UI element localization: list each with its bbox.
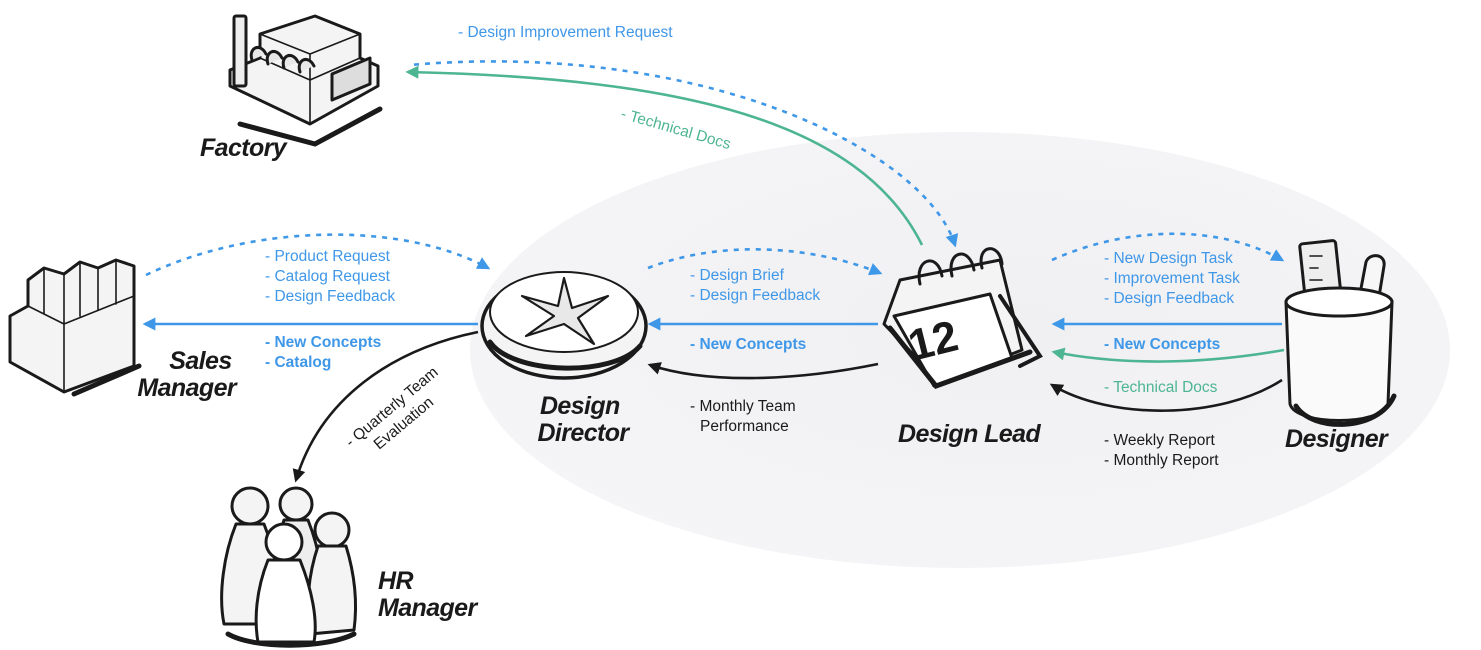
arrow-designer-technical-docs [1051,347,1285,363]
pawns-icon [220,486,358,648]
sales-requests-label: - Product Request - Catalog Request - De… [265,248,395,305]
monthly-team-performance-label: - Monthly Team Performance [690,398,800,435]
arrow-lead-to-designer [1051,232,1285,262]
lead-to-designer-label: - New Design Task - Improvement Task - D… [1104,250,1244,307]
factory-icon [228,14,383,147]
designer-label: Designer [1285,425,1389,453]
binders-icon [8,258,142,397]
designer-reports-label: - Weekly Report - Monthly Report [1104,432,1219,469]
design-lead-label: Design Lead [898,420,1041,448]
design-director-label: Design Director [537,392,630,447]
arrow-designer-reports [1049,378,1283,412]
arrow-director-to-hr [292,330,479,483]
hr-manager-label: HR Manager [378,567,478,622]
factory-label: Factory [200,134,288,162]
compass-icon [480,271,648,380]
designer-to-lead-label: - New Concepts [1104,336,1220,353]
arrow-lead-to-director-report [647,362,879,380]
calendar-icon: 12 [882,247,1043,389]
lead-to-director-label: - New Concepts [690,336,806,353]
sales-manager-label: Sales Manager [137,347,238,402]
technical-docs-factory-label: - Technical Docs [619,106,733,154]
designer-technical-docs-label: - Technical Docs [1104,379,1218,396]
design-improvement-request-label: - Design Improvement Request [458,24,673,41]
arrow-sales-to-director [145,233,491,277]
quarterly-eval-label: - Quarterly Team Evaluation [342,361,457,466]
pencil-cup-icon [1284,239,1397,427]
arrow-technical-docs-factory [405,65,924,246]
director-to-lead-label: - Design Brief - Design Feedback [690,267,820,304]
director-to-sales-label: - New Concepts - Catalog [265,334,386,371]
arrow-design-improvement-request [409,60,959,248]
